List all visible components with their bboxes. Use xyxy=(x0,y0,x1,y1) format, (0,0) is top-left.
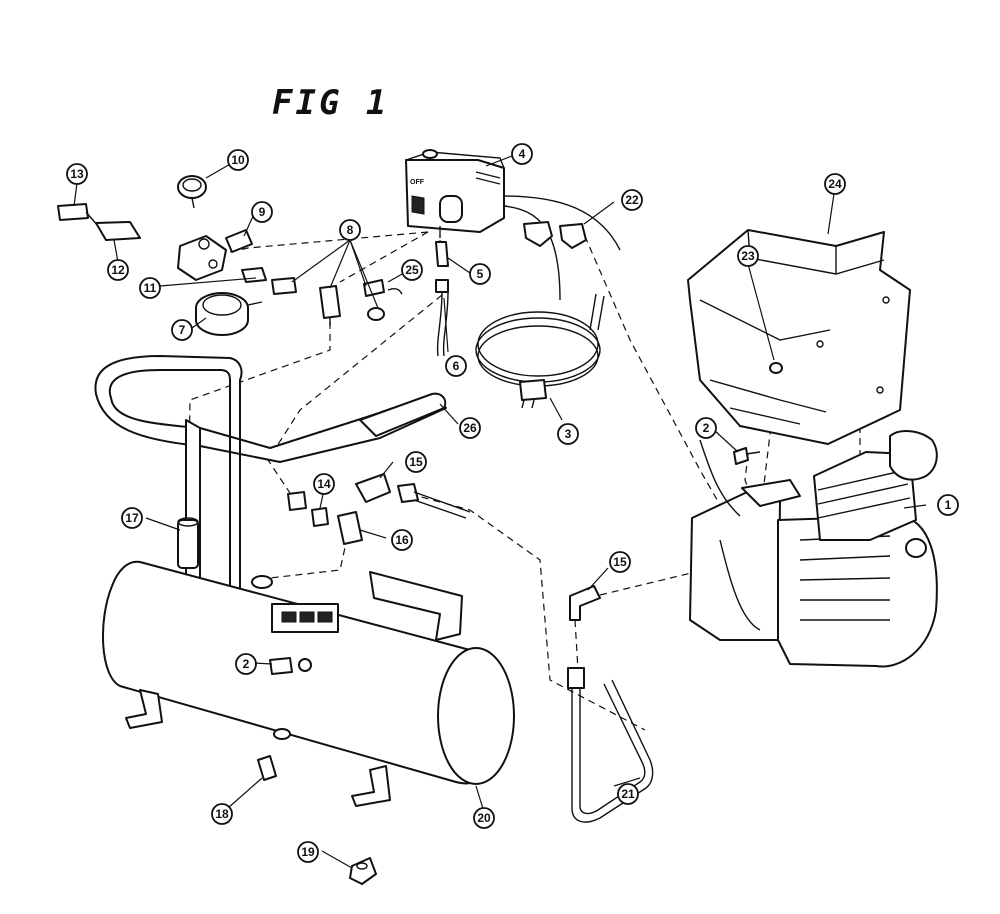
handle xyxy=(94,355,447,591)
compressor-pump xyxy=(689,430,938,668)
svg-text:1: 1 xyxy=(945,498,952,512)
svg-text:10: 10 xyxy=(231,153,245,167)
callout-13: 13 xyxy=(66,163,88,185)
pressure-gauge xyxy=(195,292,263,336)
svg-text:25: 25 xyxy=(405,263,419,277)
callout-2-tank: 2 xyxy=(235,653,257,675)
svg-text:21: 21 xyxy=(621,787,635,801)
callout-4: 4 xyxy=(511,143,533,165)
svg-text:9: 9 xyxy=(259,205,266,219)
svg-text:5: 5 xyxy=(477,267,484,281)
callout-1: 1 xyxy=(937,494,959,516)
tank-riser-fitting xyxy=(177,517,199,569)
svg-text:2: 2 xyxy=(703,421,710,435)
svg-text:4: 4 xyxy=(519,147,526,161)
callout-23: 23 xyxy=(737,245,759,267)
svg-text:2: 2 xyxy=(243,657,250,671)
callout-16: 16 xyxy=(391,529,413,551)
pressure-switch: OFF xyxy=(405,149,621,301)
air-tank xyxy=(102,560,515,807)
connector-fitting xyxy=(435,241,449,357)
manifold-assembly xyxy=(57,203,267,283)
callout-3: 3 xyxy=(557,423,579,445)
shroud-cover xyxy=(687,229,911,445)
svg-text:11: 11 xyxy=(144,281,157,295)
strain-relief-bushings xyxy=(523,221,587,249)
power-cord xyxy=(475,293,605,409)
figure-title: FIG 1 xyxy=(272,83,389,123)
callout-9: 9 xyxy=(251,201,273,223)
svg-text:12: 12 xyxy=(111,263,125,277)
svg-text:8: 8 xyxy=(347,223,354,237)
svg-text:7: 7 xyxy=(179,323,186,337)
callout-22: 22 xyxy=(621,189,643,211)
callout-5: 5 xyxy=(469,263,491,285)
callout-20: 20 xyxy=(473,807,495,829)
svg-text:24: 24 xyxy=(828,177,842,191)
callout-12: 12 xyxy=(107,259,129,281)
switch-off-label: OFF xyxy=(410,179,425,186)
callout-15-top: 15 xyxy=(405,451,427,473)
callout-6: 6 xyxy=(445,355,467,377)
check-valve-fittings xyxy=(287,473,471,545)
callout-2-shroud: 2 xyxy=(695,417,717,439)
callout-15-right: 15 xyxy=(609,551,631,573)
callout-26: 26 xyxy=(459,417,481,439)
callout-18: 18 xyxy=(211,803,233,825)
svg-text:13: 13 xyxy=(70,167,84,181)
svg-text:15: 15 xyxy=(409,455,423,469)
callout-25: 25 xyxy=(401,259,423,281)
callout-8: 8 xyxy=(339,219,361,241)
tee-fitting xyxy=(271,277,403,326)
svg-text:18: 18 xyxy=(215,807,229,821)
small-hardware xyxy=(257,657,377,885)
svg-text:14: 14 xyxy=(317,477,331,491)
callout-19: 19 xyxy=(297,841,319,863)
svg-text:15: 15 xyxy=(613,555,627,569)
small-gauge xyxy=(177,175,207,209)
svg-text:17: 17 xyxy=(125,511,139,525)
shroud-screw xyxy=(733,447,761,465)
svg-text:26: 26 xyxy=(463,421,477,435)
callout-11: 11 xyxy=(139,277,161,299)
svg-text:22: 22 xyxy=(625,193,639,207)
svg-text:6: 6 xyxy=(453,359,460,373)
callout-21: 21 xyxy=(617,783,639,805)
discharge-tube xyxy=(567,585,654,823)
svg-text:19: 19 xyxy=(301,845,315,859)
svg-text:16: 16 xyxy=(395,533,409,547)
svg-text:3: 3 xyxy=(565,427,572,441)
callout-7: 7 xyxy=(171,319,193,341)
callout-24: 24 xyxy=(824,173,846,195)
callout-17: 17 xyxy=(121,507,143,529)
callout-10: 10 xyxy=(227,149,249,171)
svg-text:20: 20 xyxy=(477,811,491,825)
svg-text:23: 23 xyxy=(741,249,755,263)
callout-14: 14 xyxy=(313,473,335,495)
